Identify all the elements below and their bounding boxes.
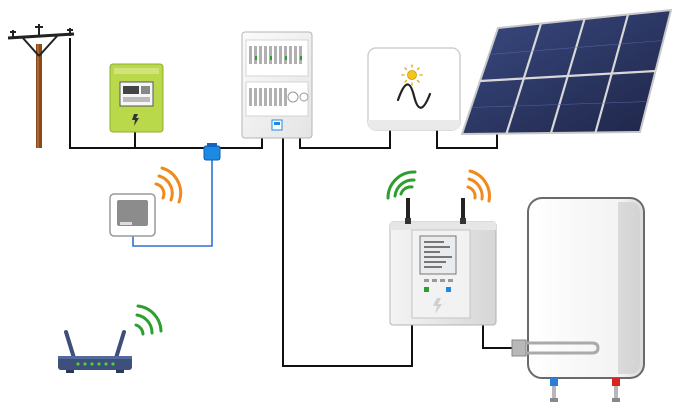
wireless-transmitter-icon [109,193,156,237]
utility-pole-icon [7,24,75,148]
wifi-router-icon [58,330,132,373]
wire-inverter-to-panels [436,130,498,149]
router-wifi-waves-green-icon [386,170,417,200]
water-heater-icon [511,197,645,402]
power-wires [69,38,518,367]
distribution-board-icon [241,31,313,139]
wifi-router-waves-icon [134,304,163,336]
cold-water-pipe-icon [550,378,558,402]
wire-board-to-energy-router [282,138,413,367]
wire-pole-to-meter [69,38,136,149]
hot-water-pipe-icon [612,378,620,402]
sun-icon [401,64,423,86]
electricity-meter-icon [109,63,164,133]
router-wifi-waves-orange-icon [466,169,491,203]
signal-wire-clamp-to-transmitter [132,160,213,247]
ac-sine-icon [396,83,432,109]
energy-router-icon [389,198,497,326]
solar-inverter-icon [367,47,461,131]
current-sensor-icon [203,143,221,161]
transmitter-wifi-waves-icon [154,166,183,204]
wire-board-to-inverter [299,130,391,149]
wire-meter-to-board [135,138,263,149]
heating-element-icon [511,339,600,357]
solar-panel-icon [460,8,673,136]
wire-router-to-heater [482,325,518,349]
